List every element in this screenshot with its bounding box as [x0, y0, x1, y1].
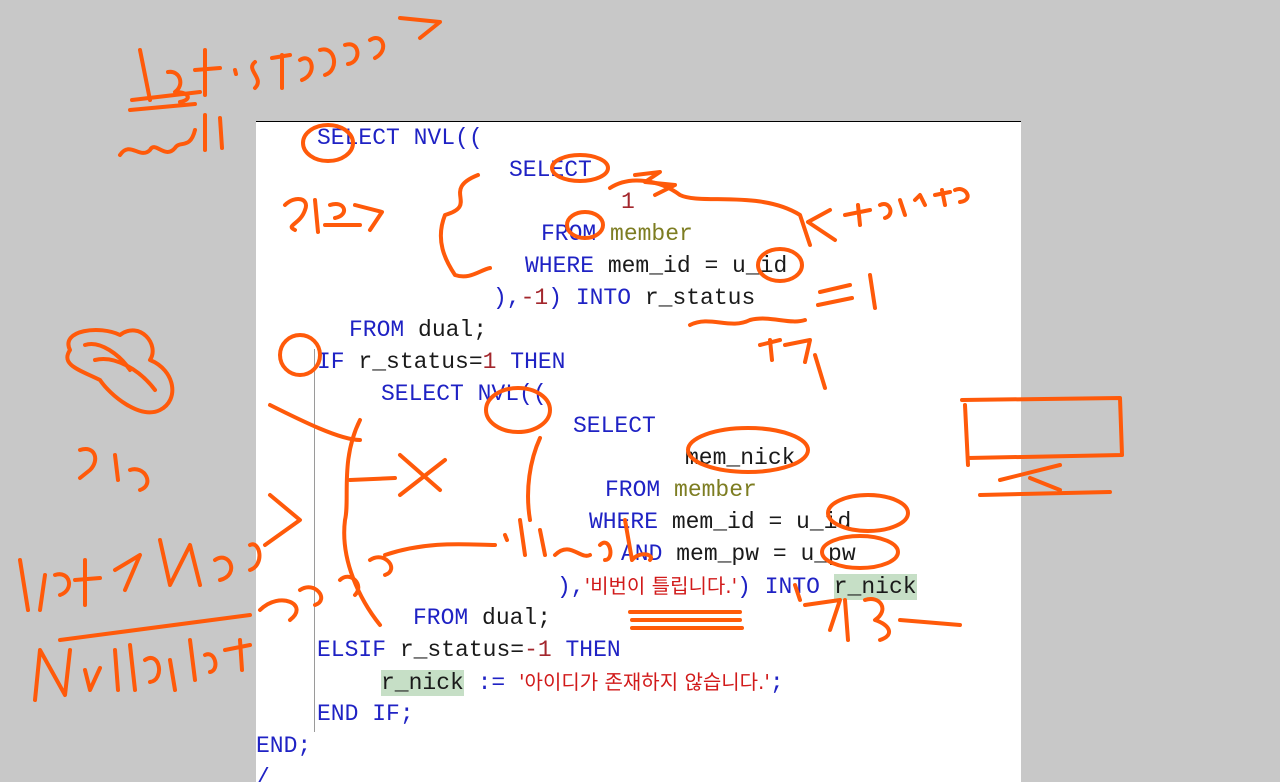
- keyword: FROM: [349, 317, 419, 343]
- code-line-1: SELECT NVL((: [317, 122, 483, 154]
- keyword: ) INTO: [737, 574, 834, 600]
- code-text: r_status=: [399, 637, 525, 663]
- keyword: INTO: [575, 285, 645, 311]
- ink-top-left-note: [118, 16, 442, 157]
- ink-circle: [278, 333, 322, 377]
- ink-circle: [565, 210, 605, 240]
- operator: :=: [463, 670, 520, 696]
- ink-circle: [301, 123, 355, 163]
- code-text: mem_id = u_id: [671, 509, 852, 535]
- ink-brace: [438, 173, 492, 279]
- ink-circle: [756, 247, 804, 283]
- code-line-18: r_nick := '아이디가 존재하지 않습니다.';: [381, 666, 784, 698]
- keyword: END IF;: [317, 701, 414, 727]
- code-editor[interactable]: SELECT NVL(( SELECT 1 FROM member WHERE …: [256, 121, 1021, 782]
- code-line-8: IF r_status=1 THEN: [317, 346, 565, 378]
- ink-branch-bracket: [268, 403, 542, 627]
- number-literal: 1: [482, 349, 497, 375]
- code-line-19: END IF;: [317, 698, 414, 730]
- ink-circle: [820, 534, 900, 570]
- variable: r_status: [644, 285, 756, 311]
- code-text: ): [548, 285, 576, 311]
- ink-column-label: [283, 197, 384, 234]
- code-line-3: 1: [621, 186, 635, 218]
- code-text: dual;: [418, 317, 488, 343]
- keyword: WHERE: [525, 253, 608, 279]
- keyword: ELSIF: [317, 637, 400, 663]
- number-literal: -1: [520, 285, 549, 311]
- code-line-7: FROM dual;: [349, 314, 487, 346]
- ink-circle: [550, 153, 610, 183]
- keyword: THEN: [496, 349, 566, 375]
- code-text: ;: [769, 670, 784, 696]
- keyword: SELECT NVL((: [381, 381, 547, 407]
- keyword: FROM: [605, 477, 675, 503]
- keyword: FROM: [413, 605, 483, 631]
- keyword: SELECT: [573, 413, 656, 439]
- highlighted-variable: r_nick: [381, 670, 464, 696]
- table-name: member: [610, 221, 693, 247]
- ink-underline: [628, 610, 744, 630]
- code-line-16: FROM dual;: [413, 602, 551, 634]
- ink-left-notes: [18, 447, 394, 702]
- code-text: r_status=: [358, 349, 483, 375]
- code-text: mem_pw = u_pw: [676, 541, 856, 567]
- keyword: END;: [256, 733, 312, 759]
- code-line-17: ELSIF r_status=-1 THEN: [317, 634, 621, 666]
- code-line-21: /: [256, 762, 270, 782]
- code-line-9: SELECT NVL((: [381, 378, 547, 410]
- ink-status-note: [688, 273, 877, 390]
- number-literal: -1: [524, 637, 552, 663]
- ink-circle: [686, 426, 810, 474]
- keyword: THEN: [551, 637, 621, 663]
- ink-bottom-right-note: [793, 583, 962, 642]
- code-text: ),: [557, 574, 585, 600]
- highlighted-variable: r_nick: [833, 574, 917, 600]
- code-text: ),: [493, 285, 521, 311]
- ink-right-box: [960, 396, 1124, 497]
- code-line-15: ),'비번이 틀립니다.') INTO r_nick: [557, 570, 917, 602]
- keyword: SELECT: [317, 125, 400, 151]
- ink-circle: [484, 386, 552, 434]
- number-literal: 1: [621, 189, 635, 215]
- code-text: /: [256, 765, 270, 782]
- code-text: NVL((: [399, 125, 483, 151]
- string-literal: '비번이 틀립니다.': [584, 574, 738, 598]
- code-line-10: SELECT: [573, 410, 656, 442]
- ink-circle: [826, 493, 910, 533]
- string-literal: '아이디가 존재하지 않습니다.': [519, 670, 770, 694]
- table-name: member: [674, 477, 757, 503]
- code-line-20: END;: [256, 730, 311, 762]
- code-line-5: WHERE mem_id = u_id: [525, 250, 787, 282]
- ink-tomato-arrow: [608, 170, 970, 247]
- ink-and-note: [383, 518, 653, 562]
- code-line-12: FROM member: [605, 474, 757, 506]
- indent-guide: [314, 349, 315, 732]
- code-line-6: ),-1) INTO r_status: [493, 282, 755, 314]
- code-line-13: WHERE mem_id = u_id: [589, 506, 851, 538]
- ink-scribble-blob: [65, 328, 175, 415]
- code-line-14: AND mem_pw = u_pw: [621, 538, 856, 570]
- code-text: dual;: [482, 605, 552, 631]
